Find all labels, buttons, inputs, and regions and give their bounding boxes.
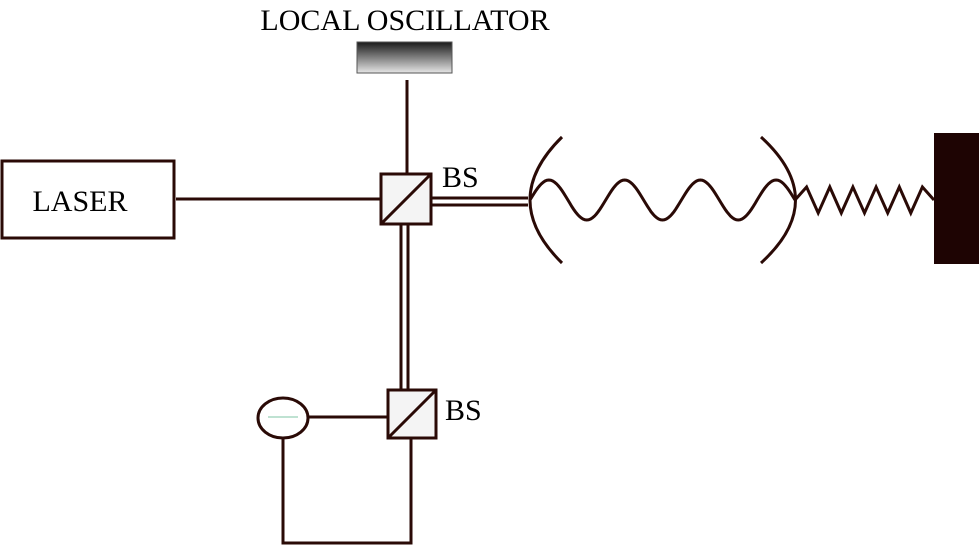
laser-label: LASER <box>32 185 127 218</box>
laser-box <box>0 159 176 240</box>
beam-splitter-top-label: BS <box>442 161 479 194</box>
cavity-right-mirror <box>759 135 797 265</box>
feedback-loop <box>281 438 413 545</box>
beam-splitter-bottom-label: BS <box>445 394 482 427</box>
fixed-wall <box>934 133 979 264</box>
beam-splitter-top <box>379 172 433 226</box>
beam-splitter-bottom <box>386 388 438 440</box>
local-oscillator-block <box>356 41 453 74</box>
photodetector <box>256 396 310 440</box>
mirror-spring <box>793 183 936 217</box>
cavity-left-mirror <box>528 135 564 265</box>
local-oscillator-label: LOCAL OSCILLATOR <box>260 4 549 37</box>
cavity-standing-wave <box>528 178 797 222</box>
